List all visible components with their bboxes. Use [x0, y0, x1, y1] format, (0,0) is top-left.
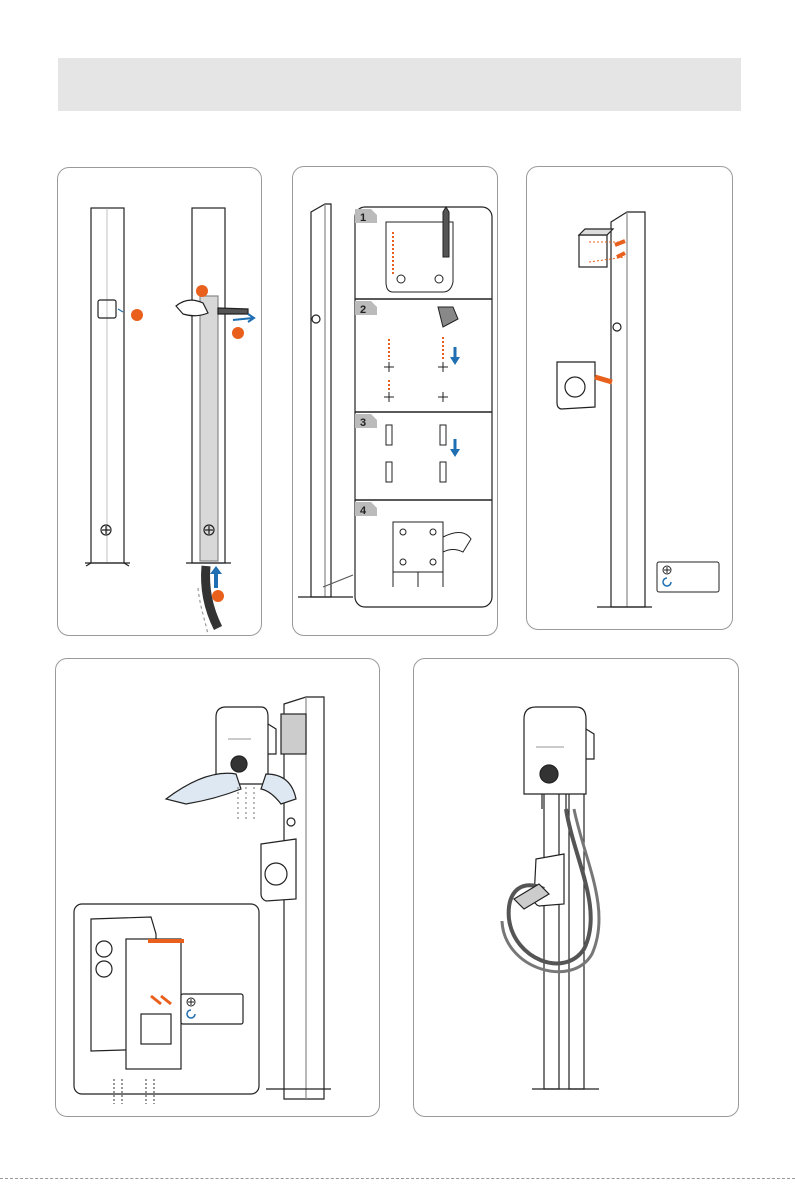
step-panel-run-cable — [57, 167, 262, 636]
substep-2-label: 2 — [360, 304, 366, 316]
callout-dot-2 — [196, 285, 208, 297]
step-panel-finished — [413, 658, 739, 1117]
arrow-pull-right — [233, 314, 254, 322]
step-panel-hang-charger — [55, 658, 380, 1117]
callout-dot-1 — [131, 309, 143, 321]
mount-bracket-illustration: 1 2 3 4 — [293, 167, 497, 635]
hang-charger-illustration — [56, 659, 379, 1116]
finished-illustration — [414, 659, 738, 1116]
callout-dot-3 — [232, 327, 244, 339]
page-bottom-rule — [0, 1178, 795, 1179]
phillips-screw-icon — [663, 566, 671, 574]
phillips-screw-icon — [187, 998, 195, 1006]
step-panel-attach-holder — [526, 166, 733, 630]
attach-holder-illustration — [527, 167, 732, 629]
step-panel-mount-bracket: 1 2 3 4 — [292, 166, 498, 636]
run-cable-illustration — [58, 168, 261, 635]
substep-1-label: 1 — [360, 212, 366, 224]
callout-dot-4 — [212, 590, 224, 602]
substep-3-label: 3 — [360, 417, 366, 429]
substep-4-label: 4 — [360, 505, 367, 517]
header-bar — [58, 58, 741, 111]
